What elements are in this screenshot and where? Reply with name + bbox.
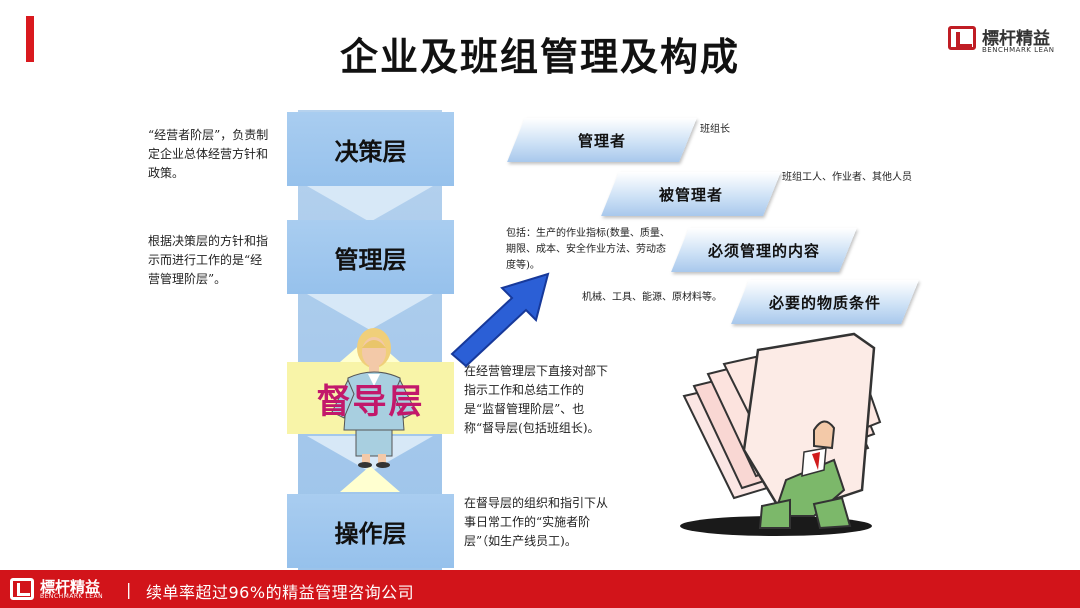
layer-operation: 操作层 bbox=[287, 494, 454, 568]
component-label: 必要的物质条件 bbox=[768, 293, 881, 312]
component-label: 必须管理的内容 bbox=[707, 241, 820, 260]
brand-name: 標杆精益 bbox=[982, 29, 1050, 49]
layer-decision: 决策层 bbox=[287, 112, 454, 186]
layer-management: 管理层 bbox=[287, 220, 454, 294]
supervisor-figure-icon bbox=[331, 328, 417, 468]
component-label: 管理者 bbox=[577, 131, 626, 150]
accent-bar bbox=[26, 16, 34, 62]
layer-label: 管理层 bbox=[334, 244, 407, 274]
component-desc: 班组长 bbox=[700, 124, 730, 135]
footer-bar: 標杆精益 BENCHMARK LEAN | 续单率超过96%的精益管理咨询公司 bbox=[0, 570, 1080, 608]
supervision-note: 在经营管理层下直接对部下指示工作和总结工作的是“监督管理阶层”、也称“督导层(包… bbox=[464, 364, 609, 435]
layer-label: 操作层 bbox=[334, 518, 407, 548]
decision-note: “经营者阶层”，负责制定企业总体经营方针和政策。 bbox=[148, 128, 269, 180]
footer-logo: 標杆精益 BENCHMARK LEAN bbox=[10, 578, 130, 602]
component-desc: 班组工人、作业者、其他人员 bbox=[782, 172, 912, 183]
management-note: 根据决策层的方针和指示而进行工作的是“经营管理阶层”。 bbox=[148, 234, 269, 286]
arrow-up-right-icon bbox=[450, 272, 550, 368]
paperwork-illustration-icon bbox=[680, 332, 882, 536]
footer-brand-name: 標杆精益 bbox=[40, 578, 101, 596]
component-desc: 机械、工具、能源、原材料等。 bbox=[582, 292, 722, 303]
brand-logo: 標杆精益 BENCHMARK LEAN bbox=[948, 24, 1066, 58]
footer-separator: | bbox=[126, 580, 132, 599]
layer-supervision: 督导层 bbox=[287, 362, 454, 434]
page-title: 企业及班组管理及构成 bbox=[339, 34, 740, 79]
layer-label: 决策层 bbox=[334, 136, 407, 166]
layer-label: 督导层 bbox=[316, 381, 425, 422]
brand-mark-icon bbox=[10, 578, 34, 600]
brand-subtitle: BENCHMARK LEAN bbox=[982, 46, 1055, 54]
component-desc: 包括：生产的作业指标(数量、质量、期限、成本、安全作业方法、劳动态度等)。 bbox=[506, 228, 670, 271]
footer-slogan: 续单率超过96%的精益管理咨询公司 bbox=[146, 583, 415, 602]
brand-mark-icon bbox=[948, 26, 976, 50]
operation-note: 在督导层的组织和指引下从事日常工作的“实施者阶层”（如生产线员工)。 bbox=[464, 496, 609, 548]
footer-brand-subtitle: BENCHMARK LEAN bbox=[40, 593, 104, 600]
component-label: 被管理者 bbox=[658, 185, 723, 204]
